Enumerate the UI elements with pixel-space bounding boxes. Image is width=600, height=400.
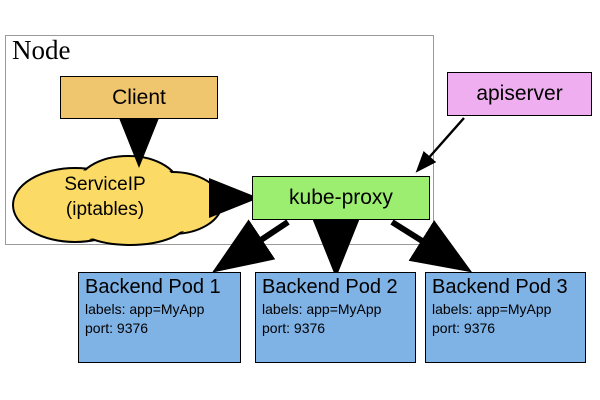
apiserver-box: apiserver	[447, 72, 592, 116]
service-ip-line2: (iptables)	[65, 199, 145, 220]
kube-proxy-label: kube-proxy	[289, 186, 393, 209]
service-ip-line1: ServiceIP	[64, 174, 146, 195]
backend-pod-1-title: Backend Pod 1	[85, 276, 221, 298]
backend-pod-1-port: port: 9376	[85, 320, 149, 336]
arrow-apiserver-to-kubeproxy	[415, 117, 465, 173]
node-container-label: Node	[12, 35, 71, 65]
kube-proxy-box: kube-proxy	[252, 176, 430, 220]
backend-pod-2-box: Backend Pod 2 labels: app=MyApp port: 93…	[255, 272, 416, 363]
backend-pod-2-title: Backend Pod 2	[262, 276, 398, 298]
backend-pod-3-labels: labels: app=MyApp	[432, 301, 552, 317]
backend-pod-1-labels: labels: app=MyApp	[85, 301, 205, 317]
backend-pod-3-port: port: 9376	[432, 320, 496, 336]
service-ip-cloud-text: ServiceIP (iptables)	[30, 172, 180, 222]
client-label: Client	[112, 85, 166, 109]
arrow-kubeproxy-to-pod-3	[390, 219, 473, 273]
arrow-kubeproxy-to-pod-1	[212, 219, 290, 273]
apiserver-label: apiserver	[476, 82, 563, 105]
backend-pod-1-box: Backend Pod 1 labels: app=MyApp port: 93…	[78, 272, 241, 363]
client-box: Client	[60, 76, 218, 119]
backend-pod-3-title: Backend Pod 3	[432, 276, 568, 298]
backend-pod-2-port: port: 9376	[262, 320, 326, 336]
backend-pod-3-box: Backend Pod 3 labels: app=MyApp port: 93…	[425, 272, 586, 363]
backend-pod-2-labels: labels: app=MyApp	[262, 301, 382, 317]
